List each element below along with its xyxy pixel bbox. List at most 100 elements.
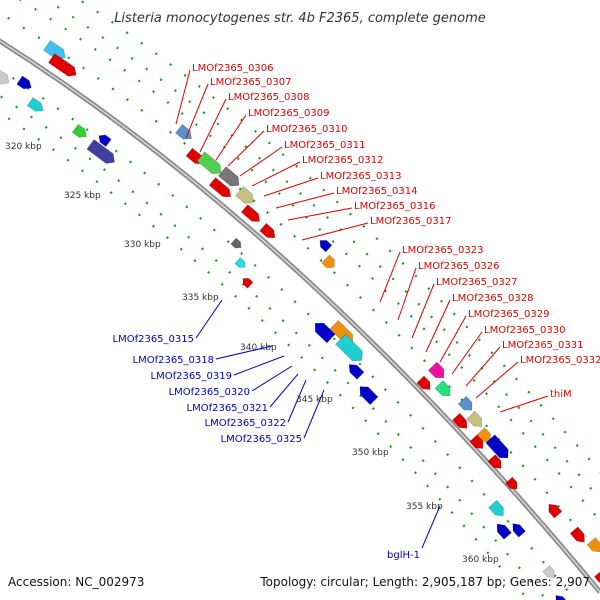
gene-arrow[interactable] [356,383,379,406]
gene-label-lmof2365-0313[interactable]: LMOf2365_0313 [320,171,402,182]
gene-arrow[interactable] [493,521,512,540]
gene-arrow[interactable] [96,132,112,147]
gene-arrow[interactable] [217,166,243,190]
gene-arrow[interactable] [488,499,508,519]
gene-label-lmof2365-0315[interactable]: LMOf2365_0315 [113,334,195,345]
gene-label-bglh-1[interactable]: bglH-1 [387,550,420,561]
topology-summary: Topology: circular; Length: 2,905,187 bp… [259,575,590,589]
leader-line [425,299,451,353]
track-guide [0,94,549,600]
gene-arrow[interactable] [240,276,254,289]
gene-label-lmof2365-0323[interactable]: LMOf2365_0323 [402,245,484,256]
gene-arrow[interactable] [175,124,195,143]
kbp-tick-325: 325 kbp [64,191,101,201]
gene-arrow[interactable] [487,454,505,472]
gene-arrow[interactable] [230,237,244,251]
gene-label-thim[interactable]: thiM [550,389,572,400]
gene-label-lmof2365-0316[interactable]: LMOf2365_0316 [354,201,436,212]
gene-arrow[interactable] [234,257,248,271]
gene-label-lmof2365-0332[interactable]: LMOf2365_0332 [520,355,600,366]
leader-line [185,83,209,139]
gene-label-lmof2365-0306[interactable]: LMOf2365_0306 [192,63,274,74]
gene-label-lmof2365-0328[interactable]: LMOf2365_0328 [452,293,534,304]
gene-arrow[interactable] [416,375,434,393]
gene-arrow[interactable] [505,476,521,492]
map-title: Listeria monocytogenes str. 4b F2365, co… [114,11,486,26]
leader-line [275,192,335,209]
gene-label-lmof2365-0320[interactable]: LMOf2365_0320 [169,387,251,398]
gene-arrow[interactable] [586,537,600,556]
gene-arrow[interactable] [466,410,486,430]
leader-line [233,355,285,376]
gene-arrow[interactable] [457,395,476,414]
leader-line [175,69,191,125]
track-guide [0,111,530,600]
gene-arrow[interactable] [335,333,367,365]
gene-arrow[interactable] [259,222,279,241]
gene-arrow[interactable] [321,254,338,271]
gene-arrow[interactable] [26,97,46,114]
kbp-ticks: 320 kbp 325 kbp 330 kbp 335 kbp 340 kbp … [5,142,499,565]
leader-line [439,315,467,363]
gene-arrow[interactable] [48,53,79,80]
gene-label-lmof2365-0312[interactable]: LMOf2365_0312 [302,155,384,166]
backbone-highlight [0,40,600,593]
leader-line [301,222,369,241]
gene-label-lmof2365-0307[interactable]: LMOf2365_0307 [210,77,292,88]
gene-label-lmof2365-0322[interactable]: LMOf2365_0322 [205,418,287,429]
gene-label-lmof2365-0325[interactable]: LMOf2365_0325 [221,434,303,445]
gene-arrow[interactable] [311,319,336,344]
gene-label-lmof2365-0317[interactable]: LMOf2365_0317 [370,216,452,227]
gene-label-lmof2365-0310[interactable]: LMOf2365_0310 [266,124,348,135]
leader-line [465,346,501,387]
leader-line [451,331,483,375]
gene-arrow[interactable] [196,151,225,178]
leader-line [475,361,519,399]
leader-line [263,177,319,197]
gene-arrow[interactable] [346,361,365,380]
gene-arrow[interactable] [0,69,12,87]
gene-arrow[interactable] [317,237,333,253]
gene-label-lmof2365-0309[interactable]: LMOf2365_0309 [248,108,330,119]
gene-arrow[interactable] [469,434,487,452]
gene-arrow[interactable] [208,177,234,201]
gene-arrow[interactable] [451,412,470,432]
kbp-tick-340: 340 kbp [240,343,277,353]
gene-arrow[interactable] [86,139,118,168]
gene-label-lmof2365-0329[interactable]: LMOf2365_0329 [468,309,550,320]
gene-arrow[interactable] [569,526,588,546]
leader-line [397,267,417,321]
gene-arrow[interactable] [427,361,448,382]
gene-label-lmof2365-0327[interactable]: LMOf2365_0327 [436,277,518,288]
leader-line [411,283,435,339]
gene-arrow[interactable] [593,570,600,586]
gene-arrow[interactable] [542,565,558,581]
gene-label-lmof2365-0311[interactable]: LMOf2365_0311 [284,140,366,151]
track-guide [0,68,577,600]
gene-label-lmof2365-0308[interactable]: LMOf2365_0308 [228,92,310,103]
gene-label-lmof2365-0314[interactable]: LMOf2365_0314 [336,186,418,197]
gene-arrow[interactable] [485,434,512,462]
gene-arrow[interactable] [240,204,263,226]
gene-arrow[interactable] [434,380,454,400]
gene-label-lmof2365-0331[interactable]: LMOf2365_0331 [502,340,584,351]
gene-arrow[interactable] [545,501,563,519]
gene-arrow[interactable] [71,123,89,140]
kbp-tick-335: 335 kbp [182,293,219,303]
gene-label-lmof2365-0319[interactable]: LMOf2365_0319 [151,371,233,382]
gene-label-lmof2365-0326[interactable]: LMOf2365_0326 [418,261,500,272]
gene-arrow[interactable] [509,521,526,538]
gene-features [0,40,600,600]
gene-label-lmof2365-0321[interactable]: LMOf2365_0321 [187,403,269,414]
gene-label-lmof2365-0318[interactable]: LMOf2365_0318 [133,355,215,366]
gene-label-lmof2365-0330[interactable]: LMOf2365_0330 [484,325,566,336]
gene-arrow[interactable] [235,186,257,207]
leader-line [287,379,307,423]
leader-line [421,505,441,549]
gene-arrow[interactable] [552,592,569,600]
gene-arrow[interactable] [16,75,34,92]
leader-line [303,389,325,439]
